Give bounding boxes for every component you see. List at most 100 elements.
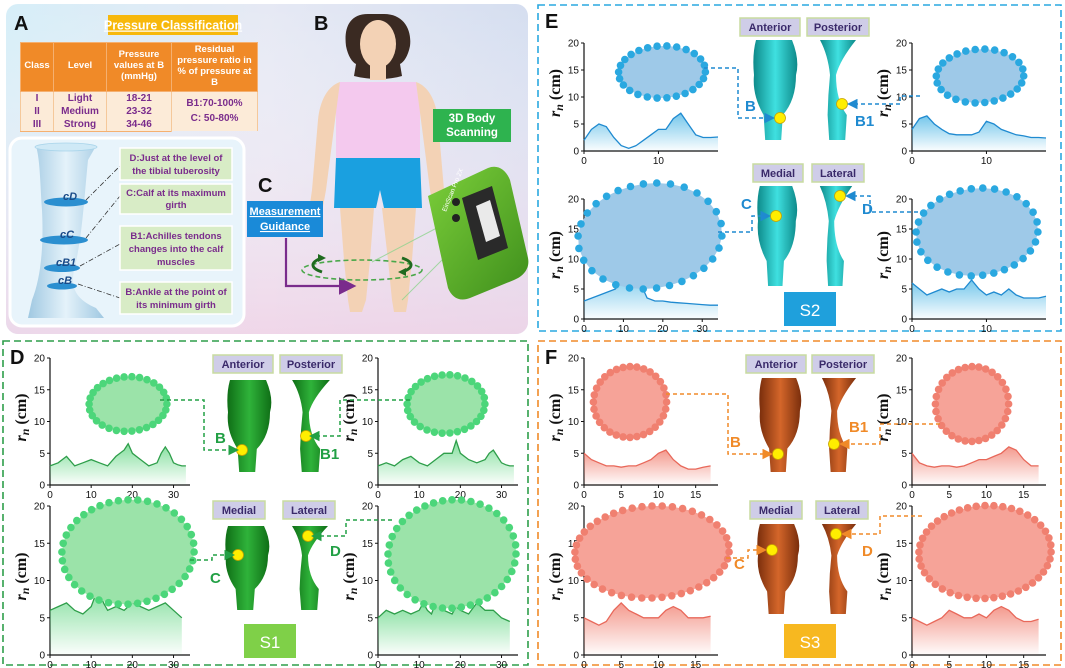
contour-point [633,363,641,371]
contour-point [606,428,614,436]
x-tick-label: 30 [697,324,709,335]
contour-point [62,531,71,539]
contour-point [990,593,998,602]
contour-point [405,511,413,520]
x-tick-label: 10 [618,324,630,335]
connector-f-c [726,544,767,559]
y-tick-label: 10 [896,576,908,587]
contour-point [187,530,196,539]
contour-point [1006,590,1015,598]
contour-point [105,424,113,433]
cross-section-e-d [912,184,1042,280]
contour-point [998,421,1006,429]
point-label-f-d: D [862,543,873,560]
contour-point [954,435,963,443]
contour-point [961,98,970,106]
connector-d-b1 [309,399,410,442]
contour-point [65,573,73,582]
pressure-table-header: Class Level Pressure values at B (mmHg) … [20,42,258,92]
x-tick-label: 10 [653,490,665,501]
contour-point [384,550,392,558]
contour-point [1029,208,1037,216]
contour-point [1047,541,1055,549]
contour-point [60,565,69,574]
contour-point [481,400,489,408]
contour-point [725,548,733,556]
contour-point [945,190,954,199]
contour-point [411,382,420,391]
contour-point [938,379,946,387]
contour-point [595,418,604,427]
contour-point [689,85,697,94]
x-tick-label: 0 [581,490,587,501]
cross-section-f-d [915,501,1055,603]
contour-point [700,264,708,273]
y-tick-label: 15 [568,225,580,236]
contour-point [1008,53,1017,61]
measure-point-marker [830,528,842,540]
guidance-label-box [247,201,323,237]
connector-d-d [311,519,392,542]
contour-point [638,594,646,602]
x-tick-label: 20 [127,490,139,501]
contour-point [475,598,483,606]
y-tick-label: 10 [896,93,908,104]
contour-point [612,365,621,374]
contour-point [639,365,648,373]
contour-point [924,256,932,265]
leg-mark-cb: cB [58,275,72,287]
contour-point [944,268,952,276]
contour-point [718,527,727,535]
contour-point [429,499,438,507]
contour-point [599,275,607,283]
leg-ring-cc [40,235,88,245]
contour-point [961,363,969,372]
contour-point [480,393,489,402]
contour-point [453,427,462,436]
desc-d-line2: the tibial tuberosity [132,166,220,177]
contour-point [87,505,96,514]
contour-point [1015,58,1023,67]
contour-point [411,596,419,604]
contour-point [467,422,475,430]
contour-point [925,575,934,583]
contour-point [512,550,520,558]
contour-point [606,368,615,377]
measure-point-marker [232,549,244,561]
connector-e-b1 [847,95,920,110]
leg-e-posterior [820,40,856,140]
y-tick-label: 0 [573,147,579,158]
contour-point [999,94,1007,102]
subject-badge-s1: S1 [260,633,281,652]
y-axis-label: rn (cm) [547,393,566,441]
contour-point [651,372,660,381]
y-tick-label: 5 [573,613,579,624]
y-axis-label: rn (cm) [547,69,566,117]
view-label-d-posterior-box [279,354,343,374]
area-fill [584,271,718,319]
contour-point [963,504,972,512]
contour-point [648,502,656,510]
contour-point [993,373,1002,381]
x-tick-label: 0 [909,324,915,335]
contour-point [601,513,609,521]
contour-point [916,541,924,549]
y-axis-label: rn (cm) [875,393,894,441]
contour-point [421,502,429,510]
contour-point [932,407,940,416]
view-label-f-posterior: Posterior [819,359,868,371]
y-tick-label: 0 [573,481,579,492]
contour-point [149,420,157,429]
measure-point-marker [300,430,312,442]
subject-badge-s1-box [244,624,296,658]
contour-point [993,426,1001,435]
contour-point [170,509,179,517]
series-line [583,601,711,626]
contour-point [699,74,708,83]
y-tick-label: 15 [896,66,908,77]
contour-point [385,541,394,549]
contour-point [579,256,588,265]
contour-point [619,433,627,441]
